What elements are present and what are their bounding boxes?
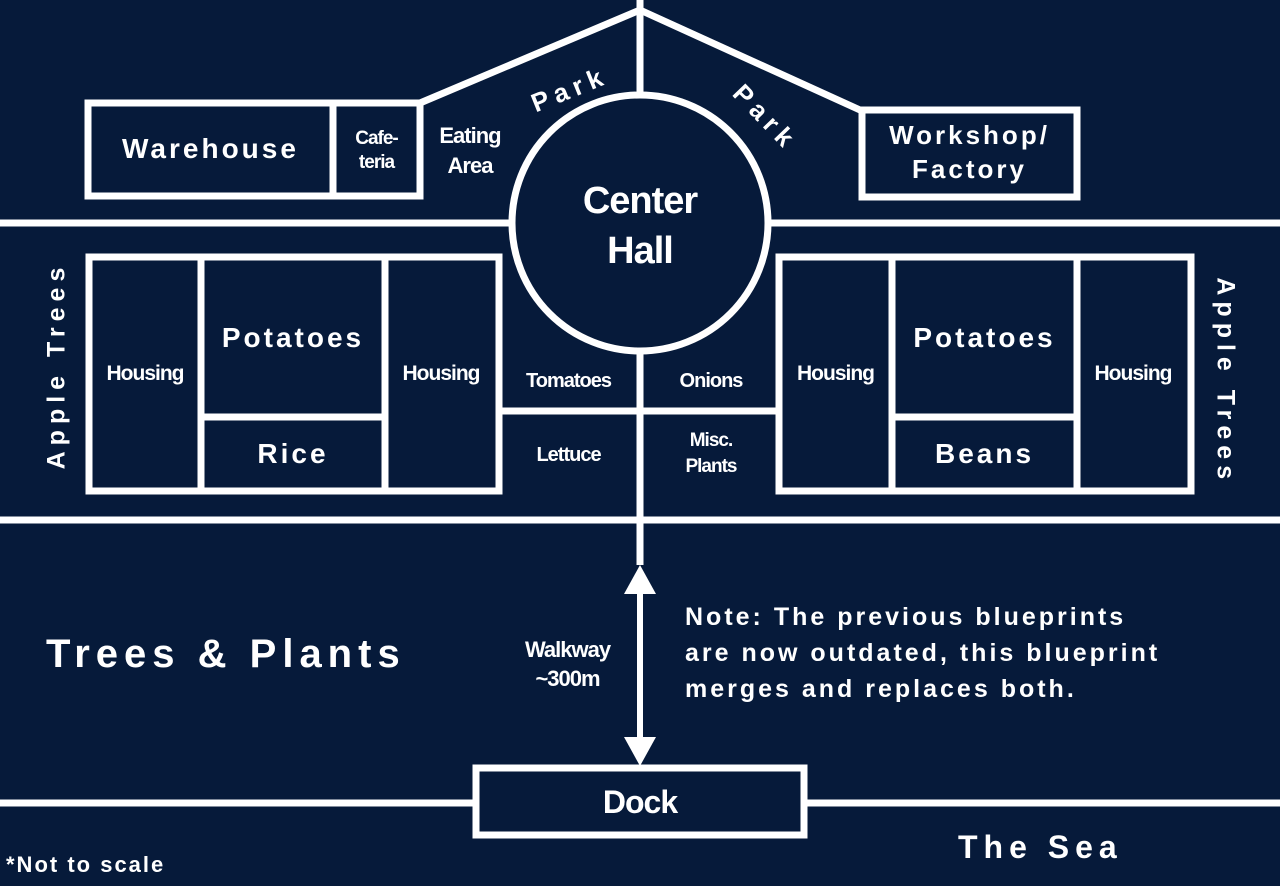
lettuce-label: Lettuce (536, 444, 601, 466)
workshop-building (858, 106, 1081, 201)
housing-2-label: Housing (402, 362, 481, 385)
dock-label: Dock (602, 784, 678, 820)
misc-plants-label-1: Misc. (689, 430, 734, 451)
walkway-label-1: Walkway (524, 637, 611, 662)
note-line-1: Note: The previous blueprints (685, 603, 1127, 631)
eating-area-label-1: Eating (439, 123, 501, 148)
warehouse-building (84, 99, 424, 200)
apple-trees-left-label: Apple Trees (42, 261, 71, 470)
scale-note: *Not to scale (6, 852, 166, 877)
potatoes-left-label: Potatoes (221, 322, 365, 353)
housing-4-label: Housing (1094, 362, 1173, 385)
note-line-3: merges and replaces both. (685, 675, 1077, 703)
center-hall-circle (508, 91, 772, 355)
park-right-edge (638, 6, 862, 114)
workshop-label-1: Workshop/ (889, 120, 1050, 150)
rice-label: Rice (257, 438, 329, 469)
right-block (775, 253, 1195, 495)
warehouse-label: Warehouse (122, 133, 299, 164)
walkway-arrow-down (624, 737, 656, 766)
potatoes-right-label: Potatoes (913, 322, 1056, 353)
tomatoes-label: Tomatoes (526, 370, 612, 392)
housing-3-label: Housing (797, 362, 875, 385)
walkway-arrow-up (624, 565, 656, 594)
beans-label: Beans (934, 438, 1035, 469)
note-line-2: are now outdated, this blueprint (685, 639, 1161, 667)
center-hall-label-1: Center (582, 180, 698, 222)
onions-label: Onions (679, 370, 744, 392)
park-left-edge (418, 6, 642, 107)
walkway-label-2: ~300m (535, 666, 600, 691)
workshop-label-2: Factory (912, 154, 1027, 184)
cafeteria-label-1: Cafe- (355, 128, 399, 149)
cafeteria-label-2: teria (358, 152, 395, 173)
trees-plants-label: Trees & Plants (46, 632, 406, 676)
dock-building (472, 764, 808, 839)
housing-1-label: Housing (106, 362, 185, 385)
eating-area-label-2: Area (447, 153, 494, 178)
center-hall-label-2: Hall (607, 230, 674, 272)
left-block (85, 253, 503, 495)
sea-label: The Sea (958, 829, 1123, 865)
misc-plants-label-2: Plants (685, 456, 737, 477)
apple-trees-right-label: Apple Trees (1211, 277, 1240, 486)
